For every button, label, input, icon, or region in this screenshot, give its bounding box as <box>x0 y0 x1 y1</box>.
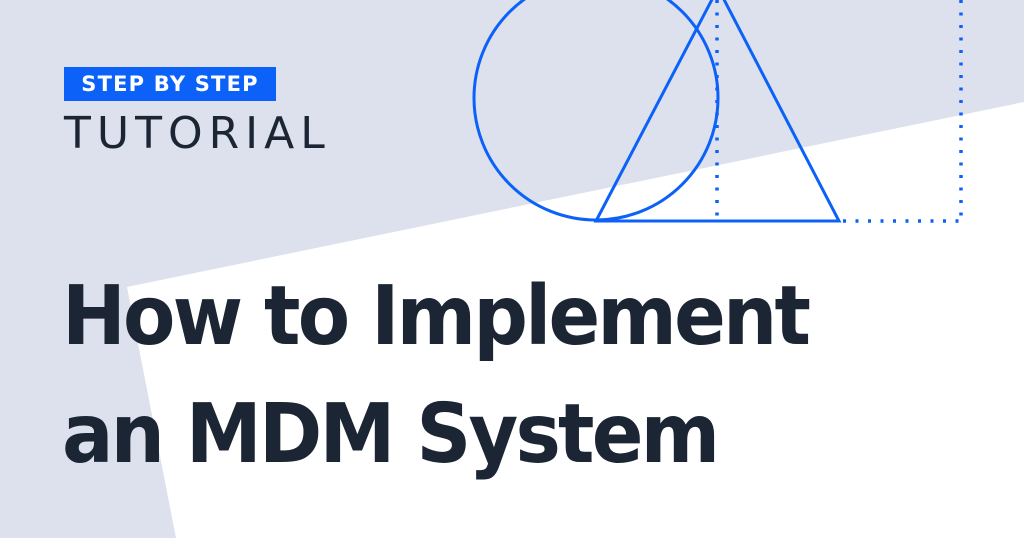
geometric-shapes-icon <box>472 0 963 223</box>
step-by-step-badge: STEP BY STEP <box>64 67 276 101</box>
circle-shape <box>472 0 720 222</box>
tutorial-label: TUTORIAL <box>64 108 331 159</box>
page-title: How to Implement an MDM System <box>62 258 811 494</box>
white-panel <box>127 102 1024 538</box>
title-line-1: How to Implement <box>62 269 811 364</box>
badge-label: STEP BY STEP <box>81 72 259 96</box>
triangle-shape <box>593 0 842 223</box>
title-line-2: an MDM System <box>62 387 720 482</box>
